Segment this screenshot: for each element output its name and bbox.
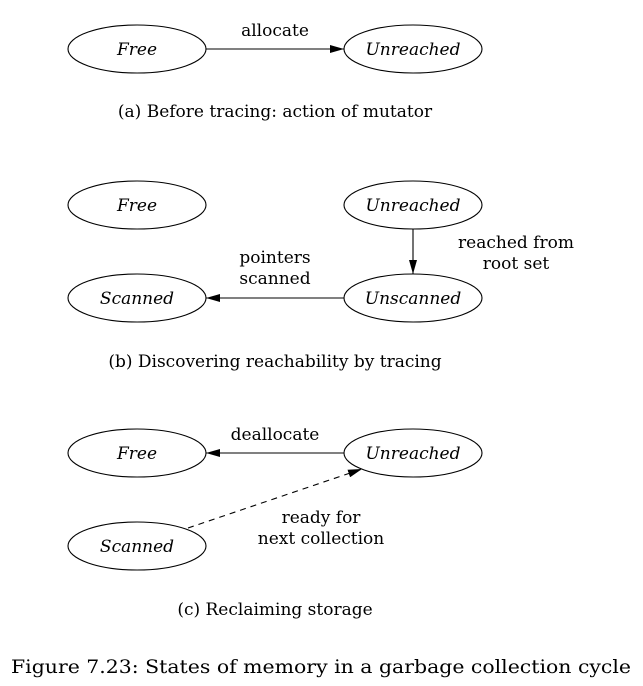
caption-b: (b) Discovering reachability by tracing [108, 352, 441, 372]
edge-ready-label-line2: next collection [258, 529, 385, 549]
edge-allocate-label: allocate [241, 21, 309, 41]
caption-a: (a) Before tracing: action of mutator [118, 102, 433, 122]
edge-ready-label-line1: ready for [282, 508, 362, 528]
panel-c: Free Unreached Scanned deallocate ready … [67, 425, 483, 620]
node-scanned-c [67, 521, 207, 571]
node-free-a-label: Free [116, 40, 157, 60]
edge-pointers-label-line1: pointers [239, 248, 310, 268]
panel-b: Free Unreached Scanned Unscanned reached… [67, 180, 574, 372]
node-unreached-a-label: Unreached [365, 40, 460, 60]
node-unreached-b-label: Unreached [365, 196, 460, 216]
node-free-b-label: Free [116, 196, 157, 216]
node-unreached-c-label: Unreached [365, 444, 460, 464]
edge-ready-for-next-collection [187, 468, 363, 529]
edge-reached-label-line2: root set [483, 254, 550, 274]
node-free-b [67, 180, 207, 230]
figure-caption: Figure 7.23: States of memory in a garba… [11, 656, 631, 678]
edge-pointers-label-line2: scanned [239, 269, 310, 289]
caption-c: (c) Reclaiming storage [177, 600, 372, 620]
node-free-c-label: Free [116, 444, 157, 464]
node-scanned-b-label: Scanned [100, 289, 174, 309]
edge-reached-label-line1: reached from [458, 233, 574, 253]
node-unscanned-b-label: Unscanned [365, 289, 462, 309]
panel-a: Free Unreached allocate (a) Before traci… [67, 21, 483, 122]
node-scanned-c-label: Scanned [100, 537, 174, 557]
edge-deallocate-label: deallocate [231, 425, 320, 445]
